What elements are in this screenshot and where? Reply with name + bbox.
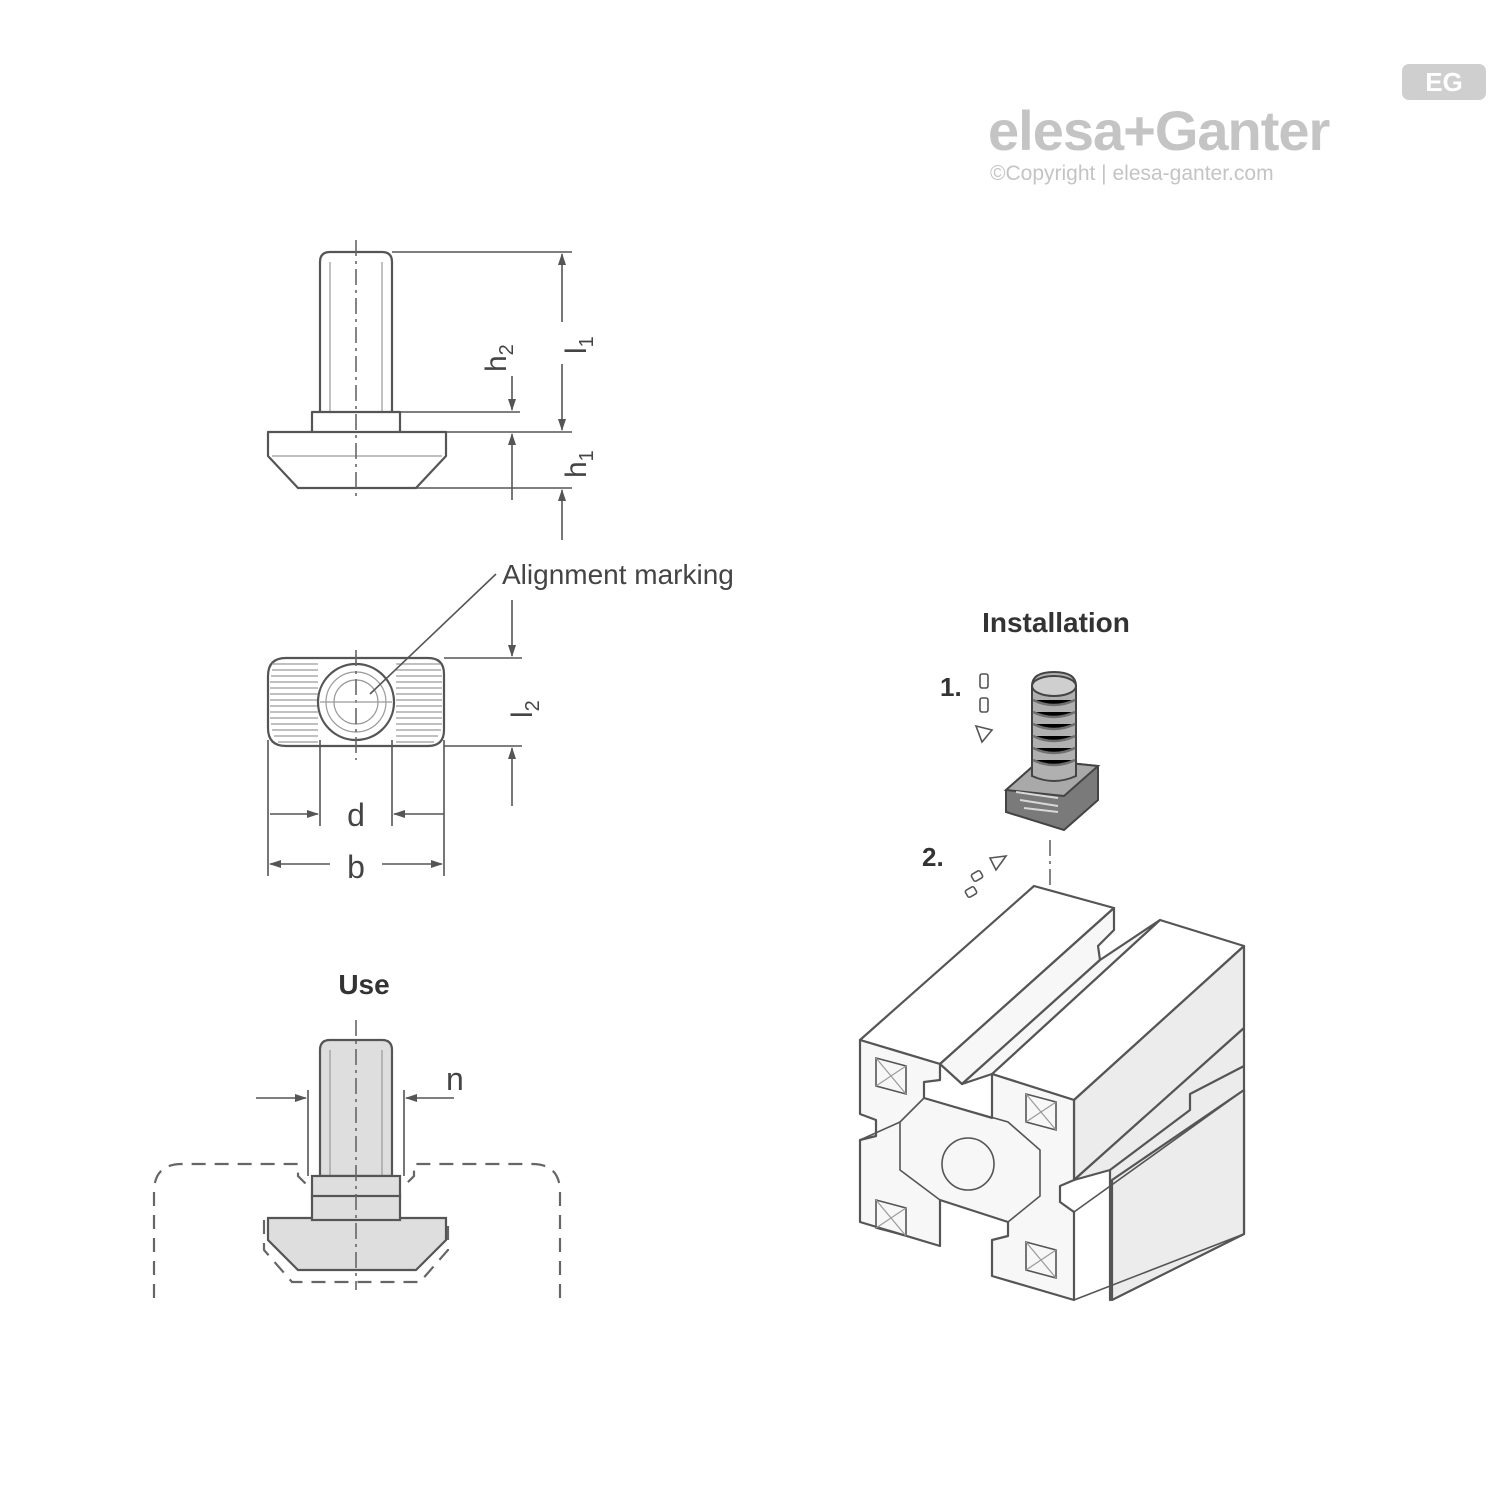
use-head [266,1216,448,1272]
dim-b: b [347,849,365,885]
dim-h2: h2 [480,344,518,372]
use-title: Use [338,969,389,1000]
head-top-outline [266,656,446,748]
dim-h1: h1 [560,450,598,478]
installation-title: Installation [982,607,1130,638]
brand-logo: EG elesa+Ganter ©Copyright | elesa-gante… [988,64,1486,185]
brand-name: elesa+Ganter [988,99,1330,162]
head-outline [266,430,448,490]
dim-l2: l2 [506,700,544,718]
eg-badge-text: EG [1425,67,1463,97]
t-bolt-3d [1003,670,1101,832]
alignment-leader-line [369,573,497,695]
dim-l1: l1 [560,336,598,354]
shoulder [310,410,402,432]
t-bolt-side-view: h2 l1 h1 [266,240,598,540]
eg-badge [1402,64,1486,100]
dim-n: n [446,1061,464,1097]
step-1-label: 1. [940,672,962,702]
step-2-arrows [964,854,1008,899]
t-bolt-top-view: Alignment marking l2 d b [266,559,734,885]
dim-d: d [347,797,365,833]
alignment-marking-label: Alignment marking [502,559,734,590]
step-1-arrows [974,673,994,744]
use-view: Use n [152,969,562,1298]
copyright-text: ©Copyright | elesa-ganter.com [990,162,1274,185]
profile-center-bore [941,1137,995,1191]
installation-view: Installation 1. 2. [858,607,1246,1302]
aluminum-profile-3d [858,884,1246,1302]
step-2-label: 2. [922,842,944,872]
